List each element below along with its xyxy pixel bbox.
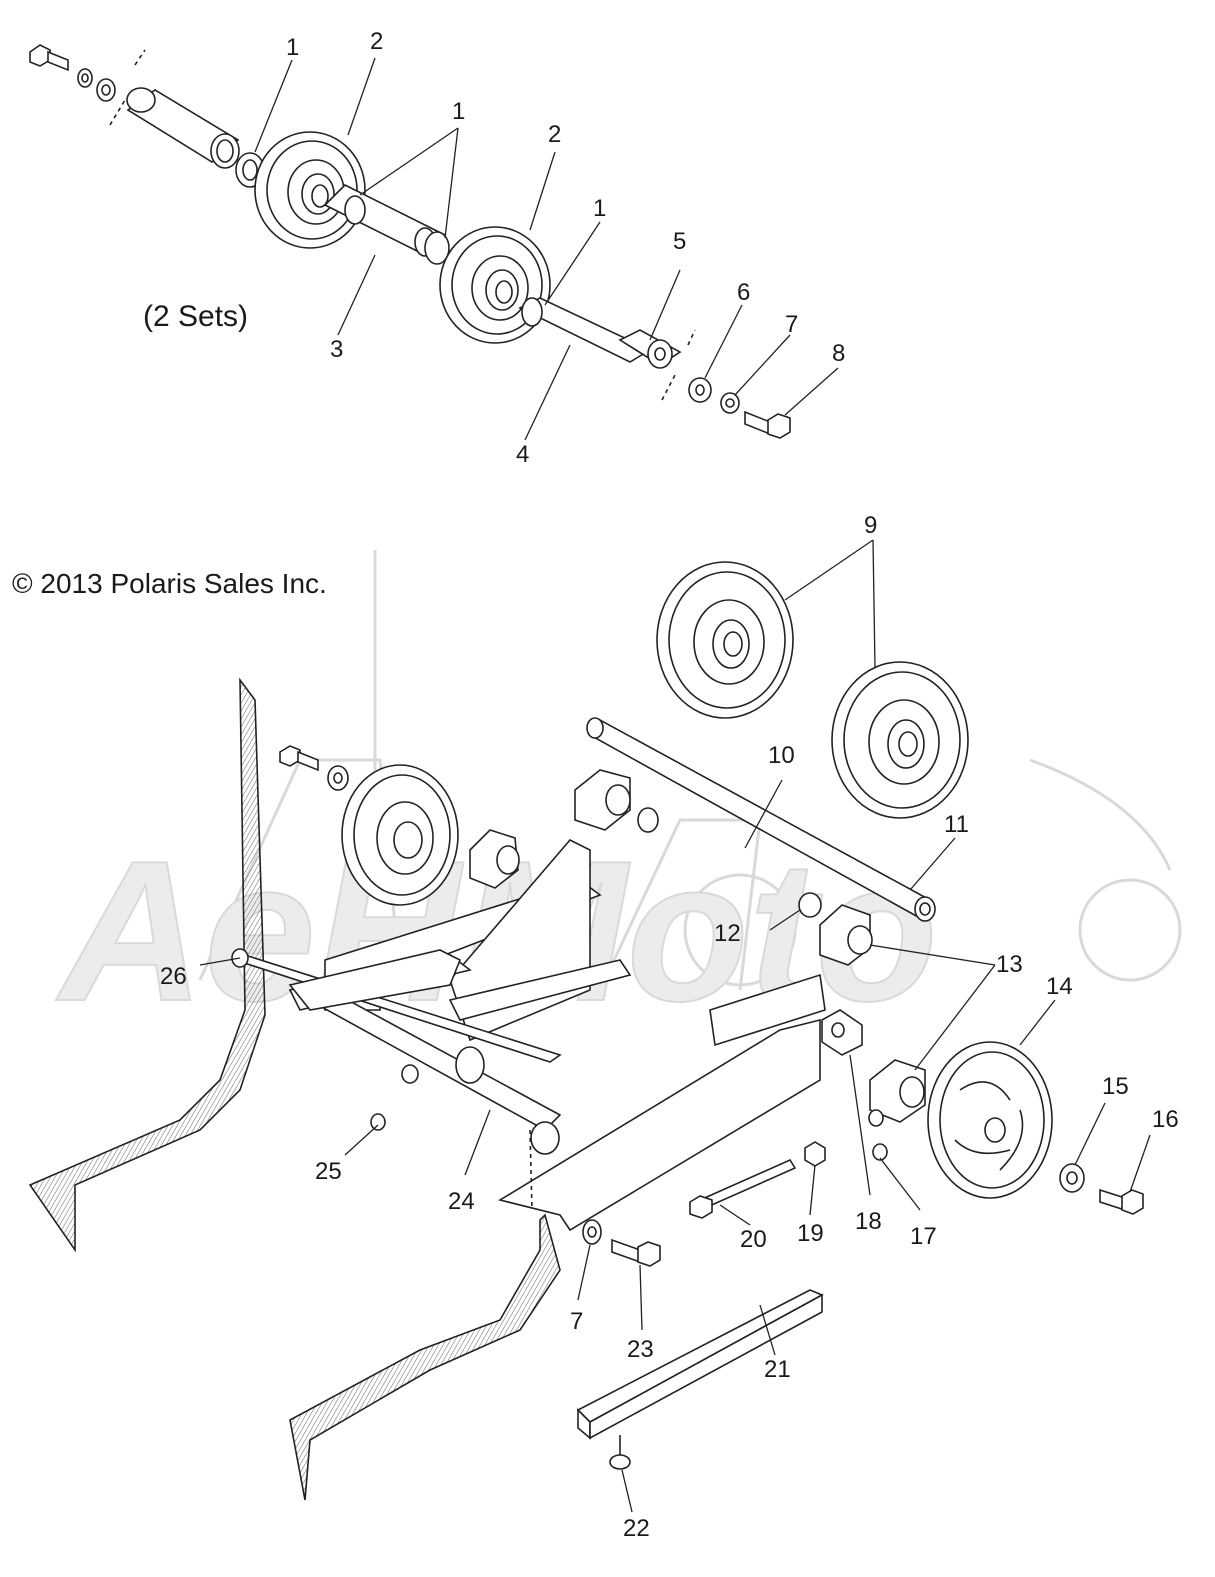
pivot-block-13-mid	[819, 904, 873, 966]
pivot-block-mid-left	[469, 829, 520, 889]
slide-rail-right	[289, 1213, 561, 1501]
callout-26: 26	[160, 963, 187, 990]
rail-assembly	[28, 561, 1144, 1501]
callout-5: 5	[673, 228, 687, 255]
axle-10	[586, 717, 936, 922]
callout-24: 24	[448, 1188, 475, 1215]
bolt-20	[689, 1158, 797, 1219]
wear-strip-21	[576, 1289, 824, 1440]
callout-23: 23	[627, 1336, 654, 1363]
callout-4: 4	[516, 441, 530, 468]
callout-14: 14	[1046, 973, 1073, 1000]
nut-25	[370, 1113, 386, 1131]
callout-7: 7	[570, 1308, 584, 1335]
callout-13: 13	[996, 951, 1023, 978]
bolt-upper-left	[279, 745, 319, 772]
spacer-tube	[126, 87, 240, 169]
callout-7: 7	[785, 311, 799, 338]
sets-note: (2 Sets)	[143, 300, 249, 333]
callout-10: 10	[768, 742, 795, 769]
idler-wheel-14	[927, 1041, 1053, 1199]
callout-18: 18	[855, 1208, 882, 1235]
axle-4	[518, 297, 682, 369]
idler-wheel-left	[254, 131, 366, 249]
callout-1: 1	[452, 98, 466, 125]
callout-11: 11	[944, 811, 969, 838]
idler-wheel-9-lower	[831, 661, 969, 819]
bushing-upper	[637, 807, 659, 833]
screw-22	[609, 1435, 631, 1470]
pivot-block-13-upper	[574, 769, 631, 831]
copyright-notice: © 2013 Polaris Sales Inc.	[12, 568, 327, 599]
bolt-8	[744, 410, 791, 439]
bolt-top-left	[29, 44, 69, 72]
leader-lines	[199, 57, 1151, 1513]
callout-2: 2	[548, 121, 562, 148]
idler-wheel-9-upper	[656, 561, 794, 719]
pivot-block-13-lower	[869, 1059, 926, 1123]
bushing-12	[798, 892, 822, 918]
idler-wheel-upper-left	[341, 764, 459, 906]
callout-6: 6	[737, 279, 751, 306]
bracket-18	[821, 1009, 863, 1056]
callout-17: 17	[910, 1223, 937, 1250]
callout-16: 16	[1152, 1106, 1179, 1133]
callout-20: 20	[740, 1226, 767, 1253]
top-idler-assembly	[29, 44, 791, 439]
callout-12: 12	[714, 920, 741, 947]
nut-19	[804, 1141, 826, 1167]
callout-9: 9	[864, 512, 878, 539]
nut-17b	[872, 1143, 888, 1161]
nut-17a	[868, 1109, 884, 1127]
callout-3: 3	[330, 336, 344, 363]
bolt-23	[611, 1238, 661, 1267]
callout-15: 15	[1102, 1073, 1129, 1100]
callout-8: 8	[832, 340, 846, 367]
callout-19: 19	[797, 1220, 824, 1247]
callout-1: 1	[593, 195, 607, 222]
callout-25: 25	[315, 1158, 342, 1185]
bushing-25	[401, 1064, 419, 1084]
callout-1: 1	[286, 34, 300, 61]
scissor-link	[288, 949, 462, 1011]
bolt-16	[1099, 1188, 1144, 1215]
slide-rail-left	[28, 677, 266, 1253]
callout-21: 21	[764, 1356, 791, 1383]
callout-22: 22	[623, 1515, 650, 1542]
callout-2: 2	[370, 28, 384, 55]
